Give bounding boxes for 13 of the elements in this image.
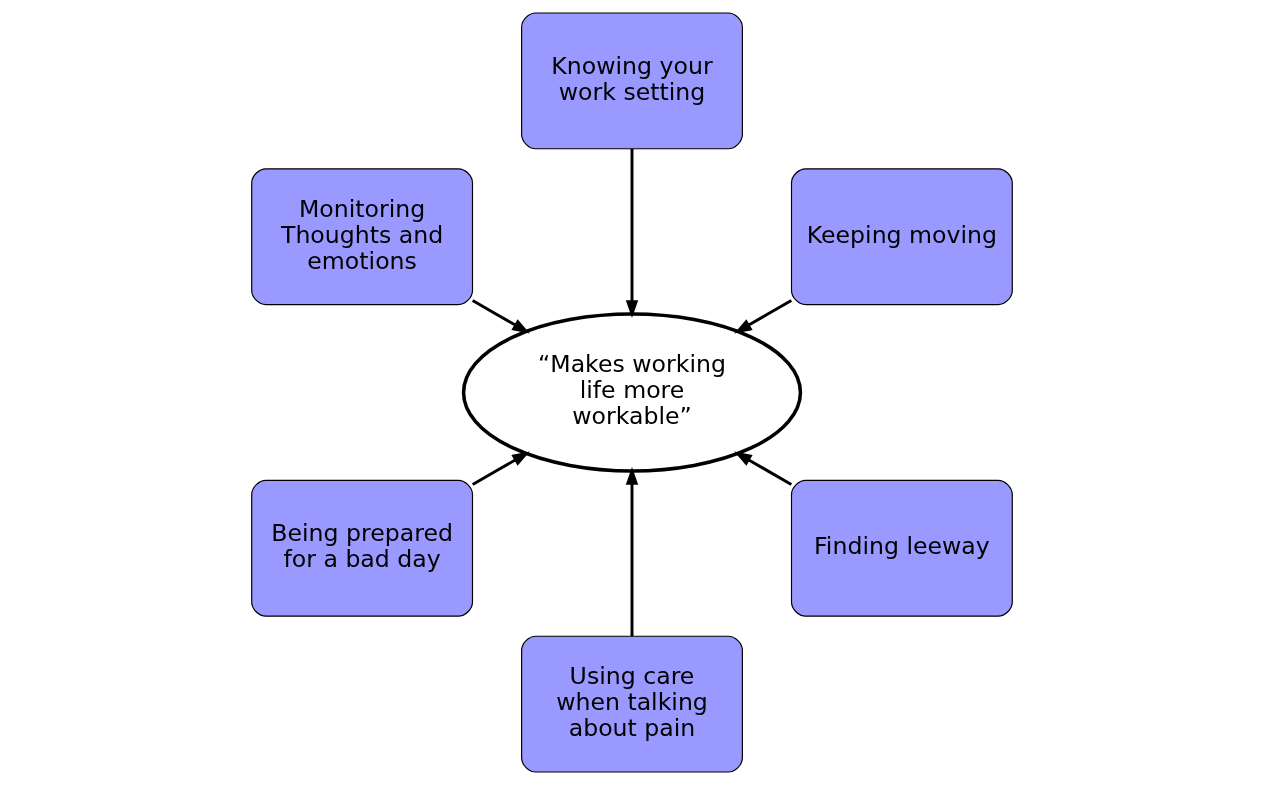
arrow [625, 466, 638, 637]
node-box: Monitoring Thoughts and emotions [250, 168, 473, 306]
arrow [733, 299, 792, 334]
node-box: Keeping moving [790, 168, 1013, 306]
arrow [625, 148, 638, 319]
arrow [471, 451, 530, 486]
arrow [733, 451, 792, 486]
node-box: Knowing your work setting [520, 12, 743, 150]
node-box: Finding leeway [790, 479, 1013, 617]
node-box: Using care when talking about pain [520, 635, 743, 773]
node-box: Being prepared for a bad day [250, 479, 473, 617]
node-ellipse: “Makes working life more workable” [461, 312, 802, 473]
arrow [471, 299, 530, 334]
